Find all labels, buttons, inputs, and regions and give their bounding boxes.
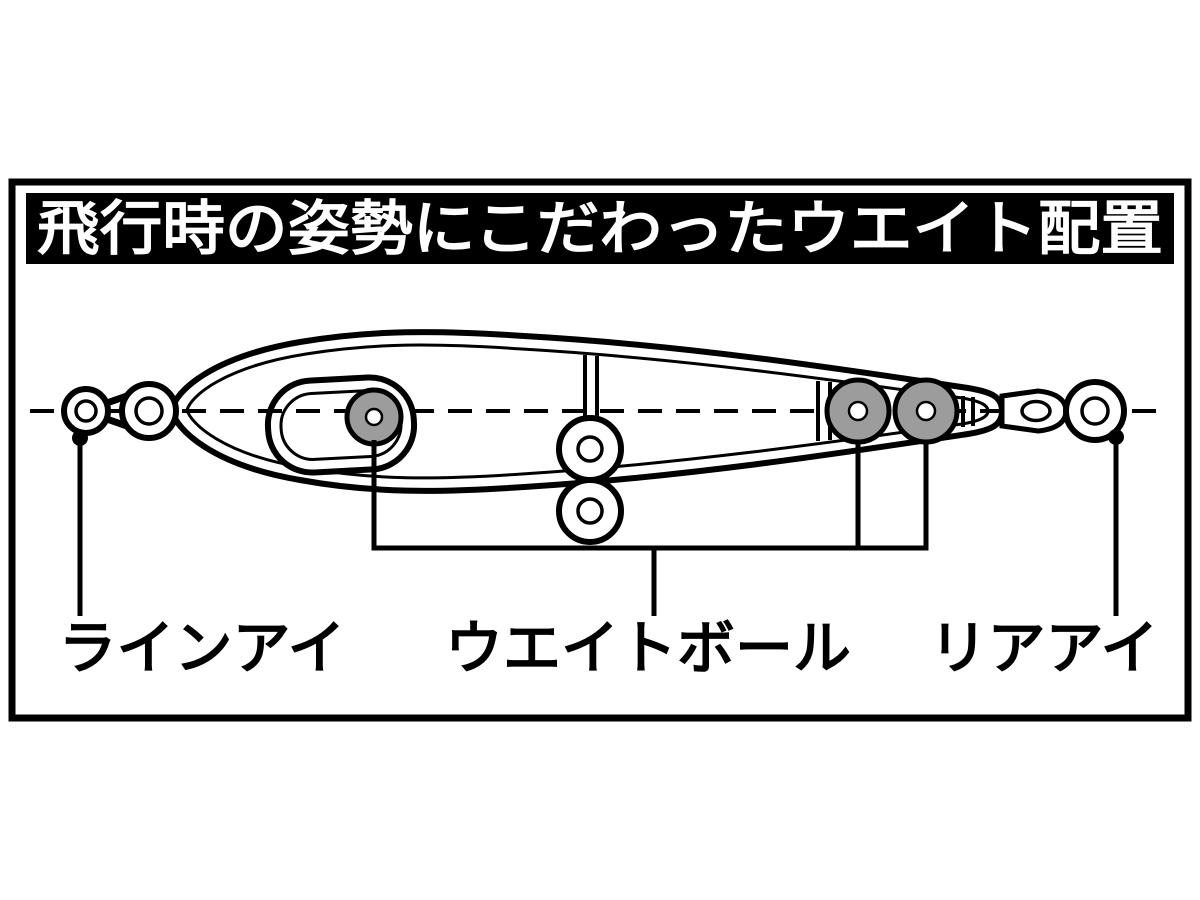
title-bar: [26, 193, 1174, 264]
rear-eye-ring-hole: [1080, 396, 1110, 426]
weight-ball-rear-1-center: [847, 400, 869, 422]
label-line-eye: ラインアイ: [58, 616, 345, 681]
leader-dot-line-eye: [72, 430, 88, 446]
rear-eye-assembly: [999, 379, 1127, 443]
weight-ball-front: [344, 387, 404, 447]
line-eye-assembly: [61, 381, 179, 441]
weight-ball-rear-1: [824, 377, 892, 445]
leader-dot-rear-eye: [1108, 429, 1124, 445]
line-eye-ring-hole: [134, 396, 164, 426]
hook-hanger: [556, 415, 624, 545]
weight-ball-rear-2-center: [915, 400, 937, 422]
weight-ball-rear-2: [892, 377, 960, 445]
label-weight-ball: ウエイトボール: [445, 616, 851, 681]
leader-lines: [77, 437, 1119, 616]
hook-hanger-top-hole: [576, 435, 604, 463]
label-rear-eye: リアアイ: [929, 616, 1158, 681]
hook-hanger-bottom-hole: [576, 497, 604, 525]
weight-ball-front-center: [364, 407, 384, 427]
rear-eye-bracket-hole: [1020, 399, 1052, 423]
line-eye-split-ring-hole: [74, 399, 98, 423]
diagram-title: 飛行時の姿勢にこだわったウエイト配置: [37, 196, 1163, 262]
